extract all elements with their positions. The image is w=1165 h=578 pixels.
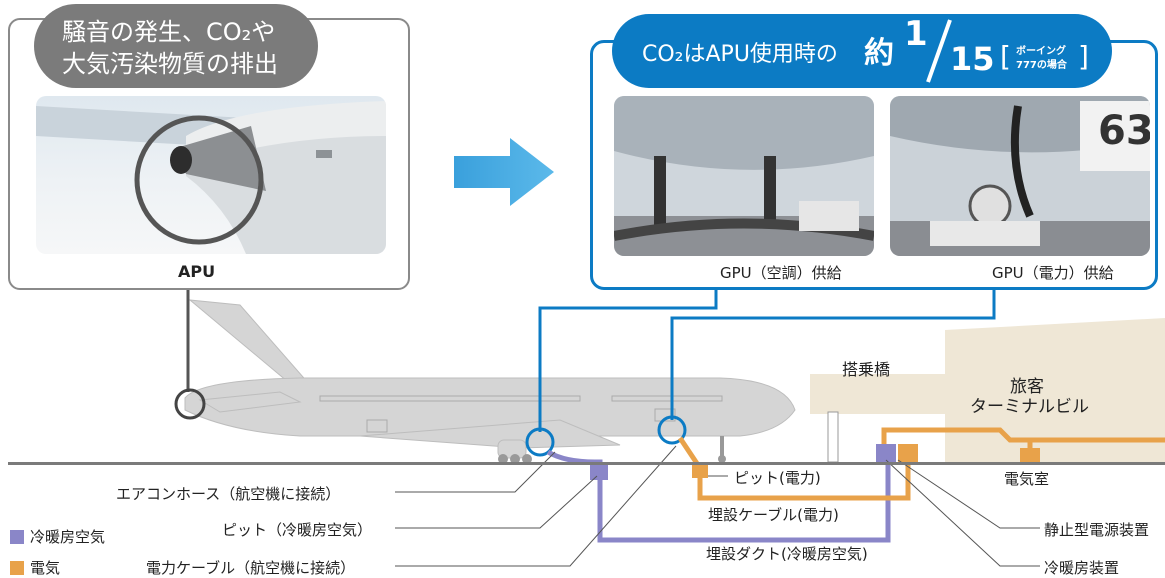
buried-duct-label: 埋設ダクト(冷暖房空気) [706, 545, 868, 563]
legend-label-air: 冷暖房空気 [30, 528, 106, 546]
buried-cable-label: 埋設ケーブル(電力) [708, 506, 839, 524]
terminal-label: 旅客 [1010, 372, 1044, 397]
hvac-unit-box [876, 444, 896, 462]
pit-power-label: ピット(電力) [734, 469, 821, 487]
gpu-aircon-link-line [538, 290, 718, 432]
co2-title-prefix: CO₂はAPU使用時の [642, 42, 838, 67]
legend-swatch-electric [10, 560, 24, 575]
legend-item-air: 冷暖房空気 [10, 526, 105, 547]
power-connection-marker [657, 415, 687, 445]
apu-title-line1: 騒音の発生、CO₂や [62, 18, 276, 46]
air-duct-line [546, 449, 891, 543]
apu-photo [36, 96, 386, 254]
leader-hvac [885, 459, 1040, 567]
pit-air-label: ピット（冷暖房空気） [222, 521, 373, 539]
static-power-box [898, 444, 918, 462]
power-cable-label: 電力ケーブル（航空機に接続） [146, 559, 356, 577]
co2-reduction-title: CO₂はAPU使用時の 約 1 15 [ ボーイング 777の場合 ] [612, 14, 1112, 88]
buried-cable-line [677, 436, 911, 501]
static-power-label: 静止型電源装置 [1044, 521, 1150, 539]
gpu-power-label: GPU（電力）供給 [992, 264, 1114, 282]
terminal-power-line [881, 427, 1165, 444]
co2-note-line1: ボーイング [1016, 46, 1066, 57]
apu-label: APU [178, 262, 216, 281]
bracket-open: [ [1000, 40, 1011, 73]
bridge-pillar [827, 411, 839, 463]
legend: 冷暖房空気 電気 [10, 526, 105, 578]
gpu-power-illustration [890, 96, 1150, 256]
bracket-close: ] [1078, 40, 1089, 73]
terminal-label-line2: ターミナルビル [970, 397, 1089, 417]
co2-title-denominator: 15 [950, 40, 995, 78]
apu-marker-circle [174, 388, 206, 420]
pit-power-box [692, 464, 708, 478]
co2-note-line2: 777の場合 [1016, 60, 1067, 71]
aircon-hose-label: エアコンホース（航空機に接続） [116, 485, 341, 503]
aircon-connection-marker [525, 427, 555, 457]
aircraft-windows [319, 395, 723, 433]
apu-problem-title: 騒音の発生、CO₂や 大気汚染物質の排出 [34, 4, 318, 88]
gpu-power-link-line [670, 290, 996, 420]
boarding-bridge-label: 搭乗橋 [842, 360, 891, 379]
terminal-label-line1: 旅客 [1010, 377, 1044, 397]
fraction-slash-icon [926, 19, 952, 83]
electric-room-box [1020, 448, 1040, 462]
legend-label-electric: 電気 [30, 559, 61, 577]
electric-room-label: 電気室 [1004, 470, 1050, 488]
gpu-aircon-illustration [614, 96, 874, 256]
landing-gear [498, 436, 726, 464]
right-arrow-icon [454, 138, 554, 206]
gpu-aircon-photo [614, 96, 874, 256]
legend-item-electric: 電気 [10, 557, 105, 578]
leader-power-cable [395, 445, 677, 567]
co2-title-approx: 約 [864, 36, 894, 71]
legend-swatch-air [10, 529, 24, 544]
apu-tail-illustration [36, 101, 386, 254]
stand-number-sign: 63 [1098, 108, 1150, 154]
boarding-bridge [810, 374, 950, 414]
aircraft-illustration [184, 299, 796, 459]
leader-aircon-hose [395, 451, 556, 493]
co2-title-numerator: 1 [904, 14, 928, 54]
leader-static-power [897, 459, 1040, 529]
pit-air-box [590, 464, 608, 480]
gpu-aircon-label: GPU（空調）供給 [720, 264, 842, 282]
apu-title-line2: 大気汚染物質の排出 [62, 50, 278, 78]
hvac-unit-label: 冷暖房装置 [1044, 559, 1120, 577]
leader-pit-air [395, 475, 598, 529]
gpu-power-photo: 63 [890, 96, 1150, 256]
ground-line [8, 462, 1165, 465]
terminal-building [945, 318, 1165, 462]
